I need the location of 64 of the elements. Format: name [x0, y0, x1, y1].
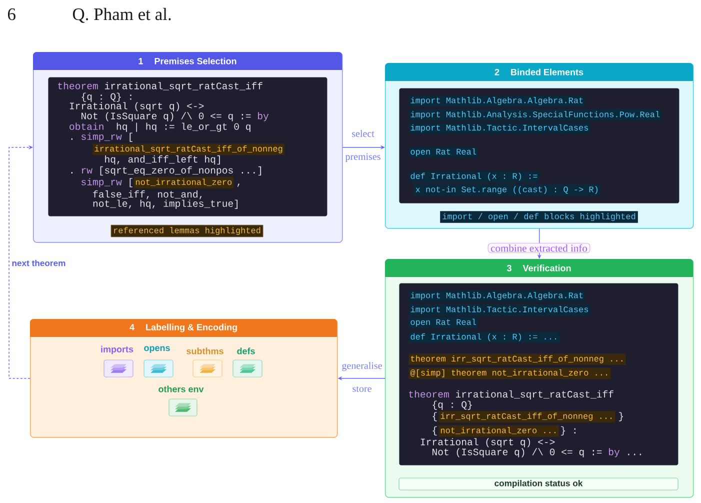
highlight-note: referenced lemmas highlighted	[110, 224, 264, 238]
code-text: } :	[561, 426, 576, 436]
code-text: irrational_sqrt_ratCast_iff	[456, 390, 614, 400]
highlighted-code: irrational_sqrt_ratCast_iff_of_nonneg	[92, 144, 284, 155]
panel-header: 1 Premises Selection	[33, 52, 342, 70]
running-head: Q. Pham et al.	[72, 8, 171, 23]
code-text: hq | hq := le_or_gt 0 q	[116, 122, 250, 132]
category-label: subthms	[186, 348, 224, 354]
code-text: irrational_sqrt_ratCast_iff	[104, 82, 262, 92]
code-keyword: theorem	[409, 390, 449, 398]
code-keyword: obtain	[70, 122, 104, 130]
code-keyword: simp_rw	[82, 132, 122, 142]
code-text: ...	[628, 454, 642, 456]
highlighted-code: def Irrational (x : R) :=	[408, 171, 540, 182]
code-text: hq, and_iff_left hq]	[105, 155, 220, 165]
status-bar: compilation status ok	[398, 478, 678, 490]
highlighted-code: not_irrational_zero ...	[438, 425, 560, 437]
edge-label: generalise store	[342, 362, 382, 392]
category-label: opens	[144, 346, 170, 353]
code-text: Not (IsSquare q) /\ 0 <= q :=	[82, 112, 251, 122]
category-label: imports	[101, 346, 134, 354]
code-text: Irrational (sqrt q) <->	[70, 102, 204, 112]
code-keyword: simp_rw	[82, 178, 122, 188]
highlighted-code: import Mathlib.Tactic.IntervalCases	[408, 122, 590, 134]
category-label: others env	[158, 386, 204, 392]
code-text: [	[130, 132, 132, 142]
code-text: {	[432, 426, 437, 436]
code-text: Not (IsSquare q) /\ 0 <= q :=	[432, 448, 602, 458]
highlighted-code: open Rat Real	[408, 146, 478, 158]
highlighted-code: theorem irr_sqrt_ratCast_iff_of_nonneg ...	[408, 354, 626, 365]
edge-label: next theorem	[12, 260, 66, 266]
highlighted-code: import Mathlib.Analysis.SpecialFunctions.Pow.Real	[408, 109, 662, 121]
code-text: {q : Q} :	[82, 92, 132, 102]
highlight-note: import / open / def blocks highlighted	[440, 211, 638, 223]
code-text: ,	[237, 184, 240, 187]
highlighted-code: not_irrational_zero	[134, 177, 234, 188]
code-keyword: by	[608, 448, 620, 458]
highlighted-code: def Irrational (x : R) := ...	[408, 332, 560, 343]
highlighted-code: @[simp] theorem not_irrational_zero ...	[408, 368, 611, 379]
code-keyword: theorem	[58, 82, 98, 90]
page-number: 6	[8, 8, 16, 20]
code-text: [sqrt_eq_zero_of_nonpos ...]	[100, 166, 262, 176]
highlighted-code: irr_sqrt_ratCast_iff_of_nonneg ...	[438, 411, 616, 422]
code-text: {q : Q}	[432, 400, 472, 410]
panel-header: 3 Verification	[385, 259, 693, 277]
category-label: defs	[237, 348, 255, 354]
code-keyword: rw	[82, 168, 92, 174]
highlighted-code: import Mathlib.Algebra.Algebra.Rat	[408, 290, 586, 302]
code-text: .	[71, 172, 72, 174]
panel-header: 2 Binded Elements	[385, 63, 693, 81]
code-text: }	[619, 412, 623, 422]
panel-header: 4 Labelling & Encoding	[30, 319, 337, 337]
code-keyword: by	[258, 112, 269, 122]
highlighted-code: import Mathlib.Algebra.Algebra.Rat	[408, 95, 586, 107]
code-text: false_iff, not_and,	[93, 190, 202, 200]
highlighted-code: x not-in Set.range ((cast) : Q -> R)	[414, 184, 600, 196]
edge-label: combine extracted info	[488, 242, 590, 254]
edge-label: select premises	[345, 130, 380, 162]
highlighted-code: open Rat Real	[408, 317, 478, 328]
code-text: Irrational (sqrt q) <->	[420, 438, 555, 448]
code-text: {	[432, 412, 437, 422]
code-text: [	[130, 178, 132, 188]
code-text: .	[71, 138, 72, 140]
code-text: not_le, hq, implies_true]	[93, 200, 238, 209]
